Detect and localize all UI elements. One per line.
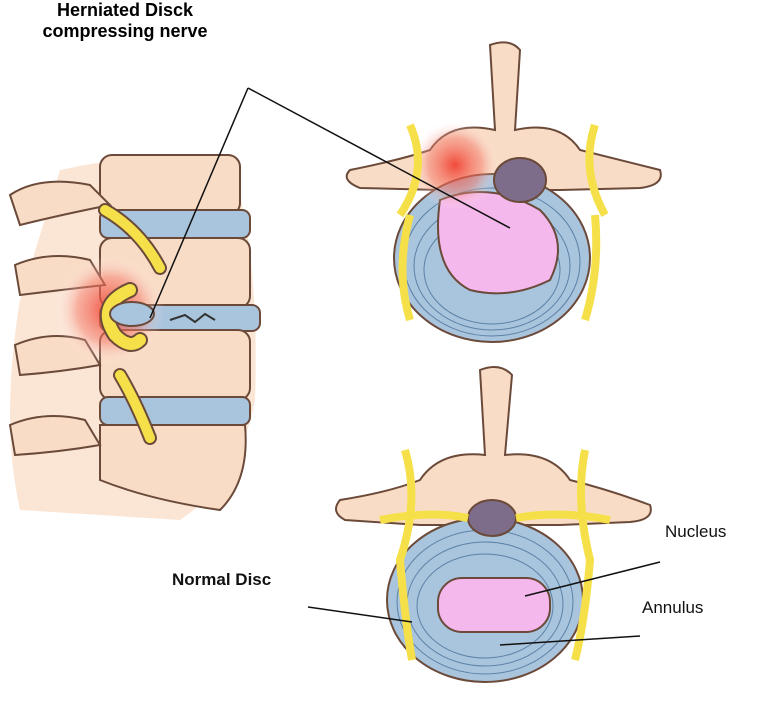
spinal-cord-top bbox=[493, 157, 547, 203]
herniated-axial-view bbox=[345, 41, 662, 343]
herniated-label-line2: compressing nerve bbox=[42, 21, 208, 41]
disc-lower bbox=[99, 396, 251, 426]
herniation-bulge bbox=[109, 301, 155, 327]
herniated-label-line1: Herniated Disck bbox=[56, 0, 194, 20]
normal-disc-label: Normal Disc bbox=[172, 570, 272, 589]
nerve-root-lower bbox=[115, 370, 155, 443]
nerve-root-upper bbox=[100, 205, 165, 273]
lateral-spine-view bbox=[8, 154, 261, 520]
disc-tear bbox=[169, 312, 216, 324]
normal-axial-view bbox=[335, 365, 652, 683]
spinal-cord-bottom bbox=[467, 499, 517, 537]
nucleus-label: Nucleus bbox=[665, 522, 727, 541]
herniated-disc-label: Herniated Disck compressing nerve bbox=[0, 0, 250, 42]
nucleus bbox=[437, 577, 551, 633]
compressed-nerve bbox=[101, 284, 146, 350]
leader-lines bbox=[149, 87, 661, 646]
annulus-label: Annulus bbox=[642, 598, 704, 617]
